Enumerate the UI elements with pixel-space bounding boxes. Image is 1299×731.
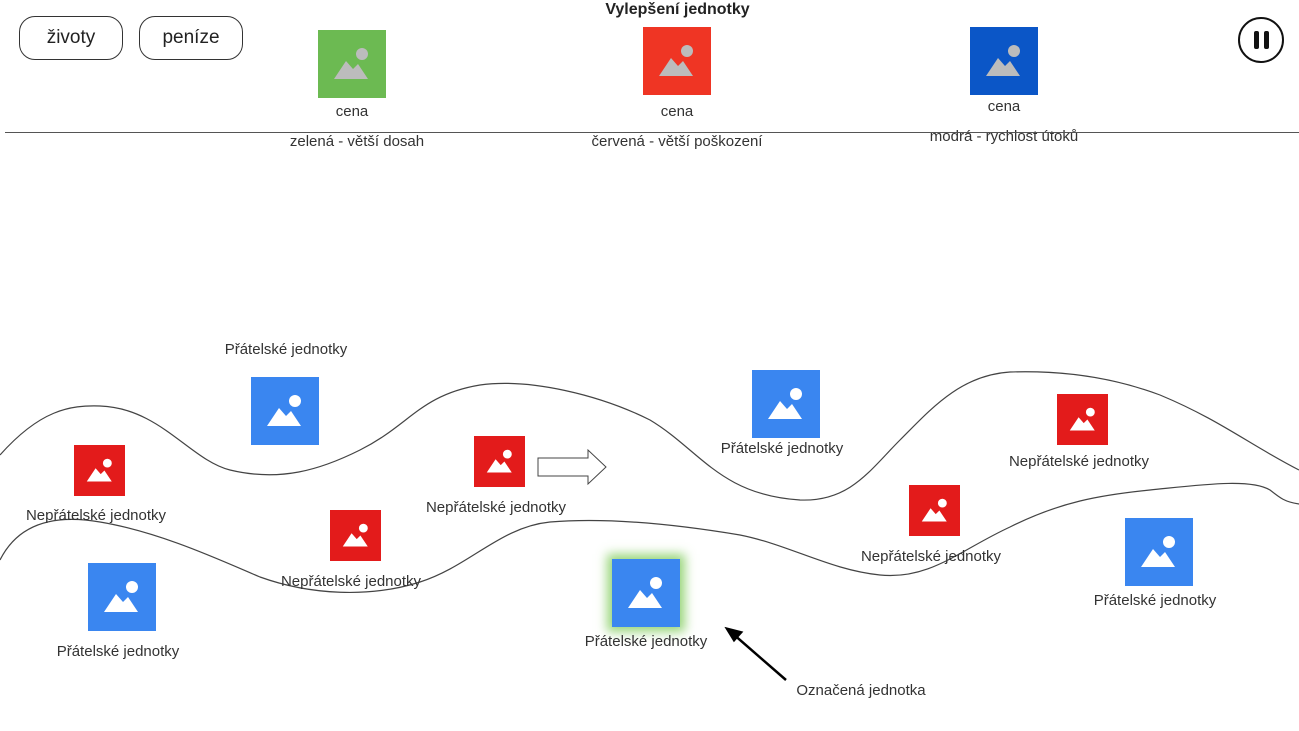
image-placeholder-icon: [921, 498, 947, 522]
upgrade-attack-speed-description: modrá - rychlost útoků: [929, 128, 1079, 145]
enemy-unit[interactable]: [74, 445, 125, 496]
enemy-unit[interactable]: [474, 436, 525, 487]
image-placeholder-icon: [486, 449, 512, 473]
enemy-unit[interactable]: [330, 510, 381, 561]
enemy-unit-label: Nepřátelské jednotky: [425, 499, 567, 516]
friendly-unit-label: Přátelské jednotky: [56, 643, 180, 660]
friendly-unit[interactable]: [1125, 518, 1193, 586]
enemy-unit[interactable]: [909, 485, 960, 536]
upgrades-title: Vylepšení jednotky: [605, 1, 750, 18]
image-placeholder-icon: [342, 523, 368, 547]
friendly-unit[interactable]: [251, 377, 319, 445]
upgrade-range-button[interactable]: [318, 30, 386, 98]
lives-button[interactable]: životy: [19, 16, 123, 60]
pause-button[interactable]: [1238, 17, 1284, 63]
image-placeholder-icon: [104, 581, 138, 612]
annotation-arrowhead-icon: [724, 626, 744, 643]
friendly-unit-label: Přátelské jednotky: [584, 633, 708, 650]
image-placeholder-icon: [86, 458, 112, 482]
upgrade-range-description: zelená - větší dosah: [289, 133, 425, 150]
upgrade-attack-speed-button[interactable]: [970, 27, 1038, 95]
movement-arrow-icon: [537, 448, 607, 486]
lower-path-edge: [0, 482, 1299, 594]
selected-unit-annotation: Označená jednotka: [796, 682, 926, 699]
friendly-unit-label: Přátelské jednotky: [1093, 592, 1217, 609]
upgrade-damage-button[interactable]: [643, 27, 711, 95]
hud-divider: [5, 132, 1299, 133]
upgrade-attack-speed-price: cena: [987, 98, 1021, 115]
pause-icon-bar: [1263, 31, 1269, 49]
image-placeholder-icon: [267, 395, 301, 426]
enemy-unit-label: Nepřátelské jednotky: [860, 548, 1002, 565]
enemy-unit-label: Nepřátelské jednotky: [25, 507, 167, 524]
image-placeholder-icon: [986, 45, 1020, 76]
selected-friendly-unit[interactable]: [612, 559, 680, 627]
enemy-unit-label: Nepřátelské jednotky: [280, 573, 422, 590]
image-placeholder-icon: [1069, 407, 1095, 431]
pause-icon: [1253, 31, 1259, 49]
enemy-unit[interactable]: [1057, 394, 1108, 445]
image-placeholder-icon: [334, 48, 368, 79]
image-placeholder-icon: [1141, 536, 1175, 567]
friendly-unit[interactable]: [752, 370, 820, 438]
upgrade-damage-price: cena: [660, 103, 694, 120]
friendly-unit-label: Přátelské jednotky: [720, 440, 844, 457]
money-button[interactable]: peníze: [139, 16, 243, 60]
friendly-unit[interactable]: [88, 563, 156, 631]
upgrade-damage-description: červená - větší poškození: [591, 133, 763, 150]
image-placeholder-icon: [768, 388, 802, 419]
upgrade-range-price: cena: [335, 103, 369, 120]
image-placeholder-icon: [659, 45, 693, 76]
upper-path-edge: [0, 371, 1299, 501]
friendly-unit-label: Přátelské jednotky: [224, 341, 348, 358]
enemy-unit-label: Nepřátelské jednotky: [1008, 453, 1150, 470]
annotation-arrow-line: [731, 632, 787, 681]
image-placeholder-icon: [628, 577, 662, 608]
